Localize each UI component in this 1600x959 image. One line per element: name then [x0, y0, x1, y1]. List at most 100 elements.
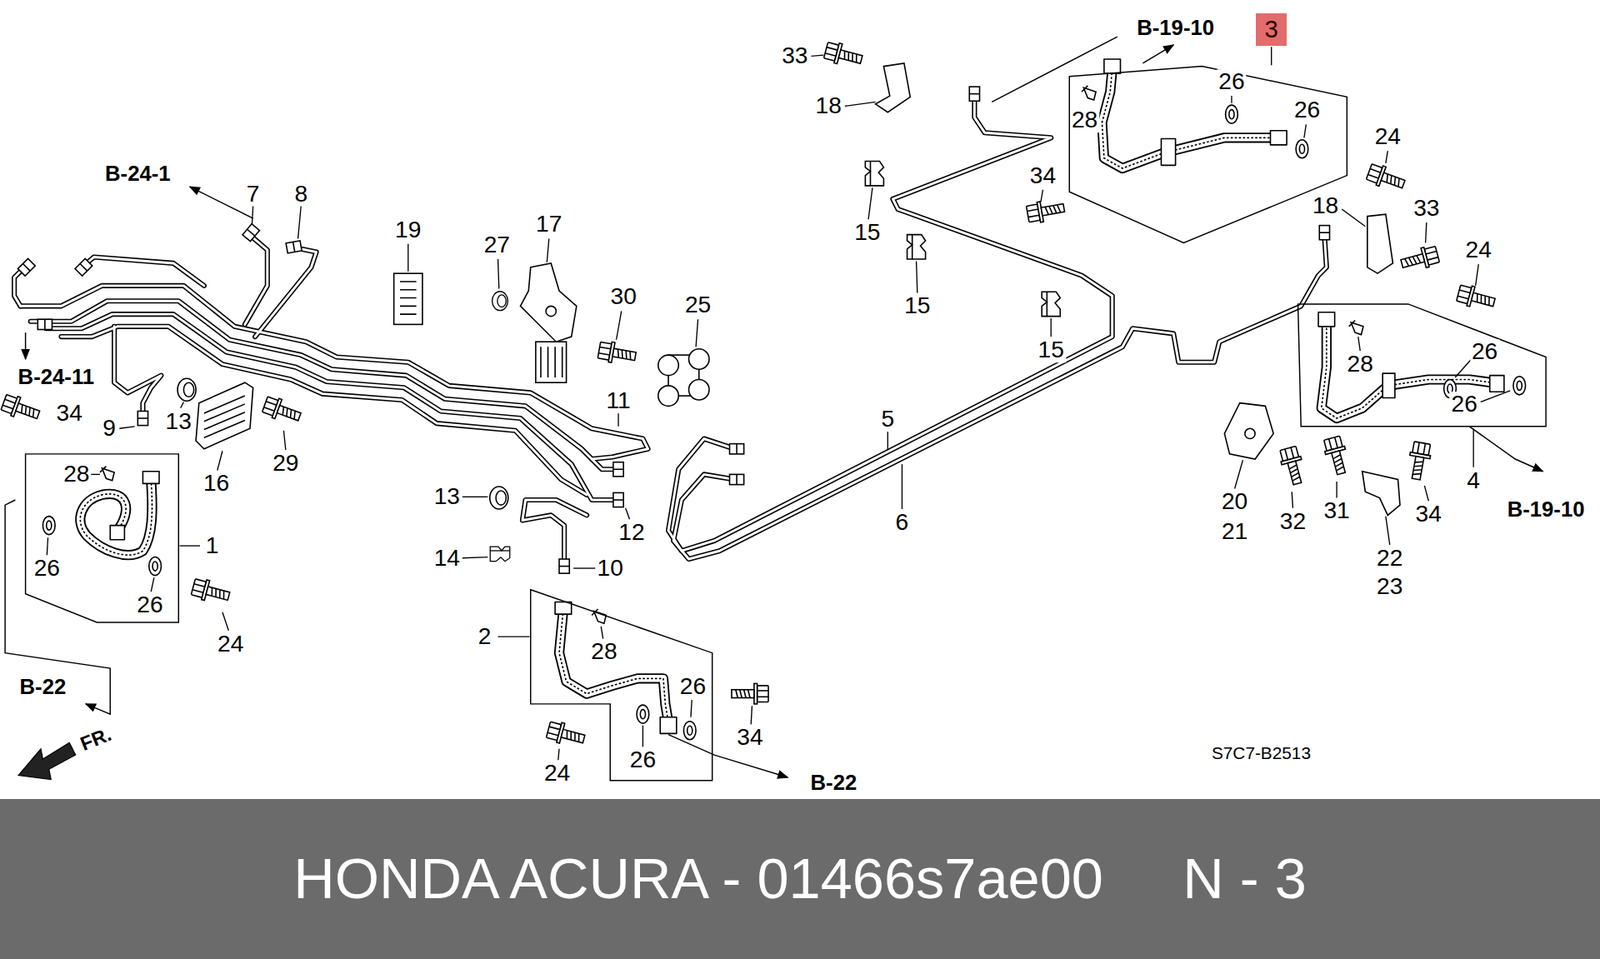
leader-line [690, 700, 692, 718]
brake-hose [80, 69, 1492, 723]
reference-arrow [668, 735, 788, 778]
leader-line [46, 537, 48, 555]
reference-arrow [190, 186, 254, 219]
bracket [535, 341, 567, 383]
leader-line [887, 431, 889, 450]
callout-number: 26 [678, 674, 708, 700]
group-outline [25, 454, 180, 623]
callout-number: 26 [1470, 340, 1500, 365]
callout-number: 28 [1070, 108, 1100, 134]
clip [1081, 85, 1096, 100]
brake-hose [80, 69, 1492, 723]
bolt [597, 340, 638, 367]
bracket [195, 382, 254, 450]
leader-line [1050, 318, 1052, 337]
brake-hose [1104, 59, 1121, 74]
leader-line [868, 187, 873, 220]
washer [42, 516, 55, 535]
leader-line [298, 205, 302, 239]
leader-line [1230, 95, 1232, 104]
callout-number: 26 [628, 747, 658, 773]
callout-number: 12 [616, 520, 646, 545]
brake-hose [80, 480, 152, 556]
leader-line [1291, 491, 1293, 509]
callout-number: 15 [852, 220, 882, 245]
leader-line [1472, 428, 1474, 468]
callout-number: 26 [32, 555, 62, 581]
leader-line [1335, 481, 1337, 499]
reference-arrow [1469, 426, 1543, 472]
callout-number: 25 [683, 292, 713, 318]
callout-number: 1 [204, 533, 221, 559]
bolt [731, 683, 769, 704]
brake-hose [1321, 324, 1492, 419]
callout-number: 31 [1321, 499, 1351, 525]
leader-line [1455, 359, 1472, 378]
leader-line [90, 474, 100, 475]
washer [1513, 376, 1526, 395]
pipe-fitting [969, 86, 980, 101]
bolt [1321, 435, 1351, 477]
brake-hose [1270, 130, 1287, 145]
callout-number: 20 [1220, 490, 1250, 515]
callout-number: 23 [1375, 574, 1405, 600]
brake-hose [1318, 312, 1335, 327]
brake-hose [559, 610, 669, 723]
callout-number: 26 [1292, 97, 1322, 123]
bolt [190, 576, 232, 606]
brake-hose [559, 610, 669, 723]
leader-line [1341, 209, 1365, 227]
callout-number: 14 [432, 545, 462, 571]
callout-number: 24 [1373, 124, 1403, 150]
washer [42, 105, 1525, 740]
brake-hose [1321, 324, 1492, 419]
leader-line [462, 557, 489, 559]
leader-line [695, 319, 698, 347]
bracket [545, 305, 556, 316]
leader-line [217, 450, 223, 470]
leader-line [1358, 336, 1360, 351]
reference-arrow [991, 36, 1118, 102]
callout-number: 34 [1028, 163, 1058, 189]
bolt [1278, 445, 1308, 487]
bolt [545, 720, 587, 750]
callout-number: 26 [1216, 69, 1246, 95]
brake-hose [1101, 69, 1275, 169]
leader-line [46, 46, 1510, 760]
leader-line [1235, 460, 1244, 489]
group-outline [530, 590, 713, 781]
node-text: HONDA ACURA - 01466s7ae00 N - 3 [293, 847, 1307, 910]
callout-number: 28 [61, 462, 91, 488]
leader-line [1304, 124, 1306, 138]
reference-label: B-22 [18, 675, 69, 699]
front-arrow [18, 742, 76, 780]
bracket [1367, 214, 1394, 274]
pipe-fitting [137, 410, 148, 425]
callout-number: 4 [1465, 468, 1482, 494]
leader-line [750, 705, 752, 725]
leader-line [901, 464, 903, 510]
callout-number: 29 [270, 450, 300, 476]
leader-line [1480, 390, 1511, 402]
bracket [658, 385, 679, 406]
clip [177, 378, 196, 401]
leader-line [150, 577, 155, 592]
callout-number: 10 [595, 555, 625, 581]
pipe-fitting [613, 462, 624, 477]
leader-line [1425, 222, 1427, 243]
callout-number: 18 [1310, 194, 1340, 220]
brake-hose [110, 525, 125, 540]
callout-number: 11 [604, 388, 632, 414]
callout-number: 24 [1464, 237, 1494, 263]
leader-line [462, 496, 489, 498]
bracket [658, 355, 679, 375]
leader-line [616, 310, 622, 340]
leader-line [1040, 190, 1043, 203]
bolt [1405, 440, 1433, 481]
bracket [1245, 428, 1255, 439]
callout-number: 33 [780, 44, 810, 70]
leader-line [222, 612, 229, 631]
reference-label: B-24-11 [16, 365, 96, 388]
callout-number: 34 [1414, 501, 1444, 527]
